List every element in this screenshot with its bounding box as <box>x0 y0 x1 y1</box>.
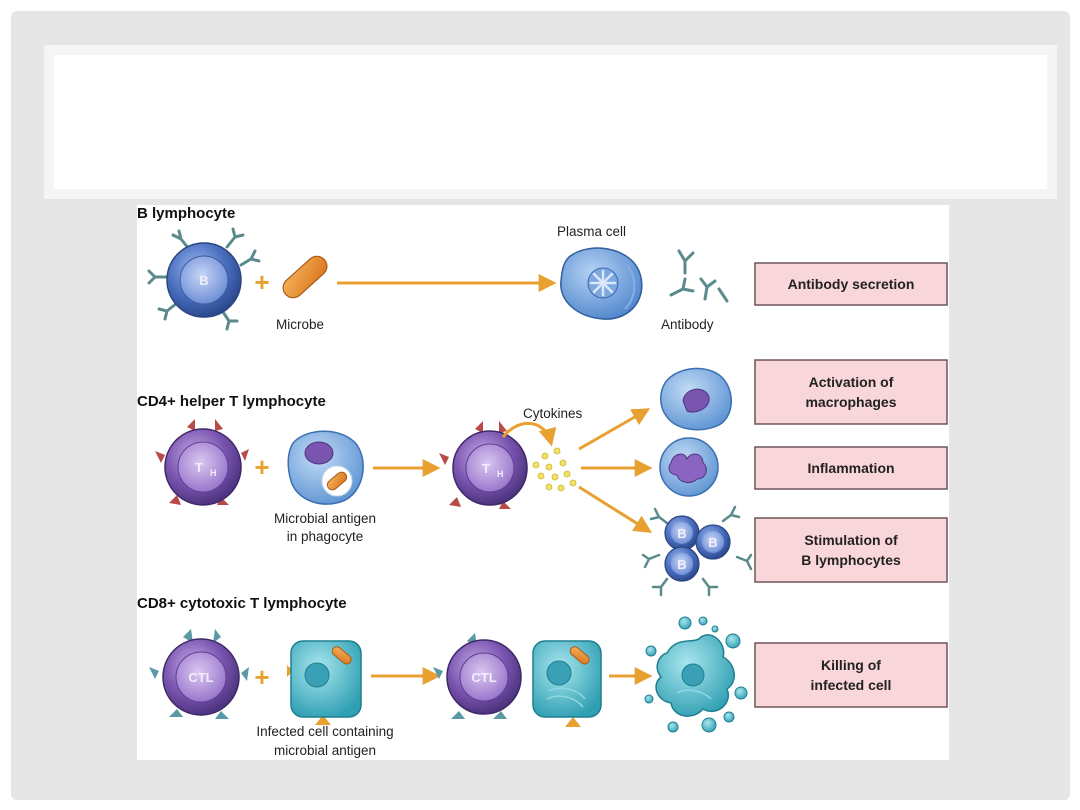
th-cell-letter: T <box>195 460 203 475</box>
outcome-stimulation-line1: Stimulation of <box>804 532 898 548</box>
outcome-stimulation-line2: B lymphocytes <box>801 552 901 568</box>
antibody-icons <box>669 249 729 303</box>
outcome-killing-line2: infected cell <box>811 677 892 693</box>
diagram-canvas: B lymphocyte B + Microbe Plasma cell <box>137 205 948 758</box>
outcome-inflammation-text: Inflammation <box>807 460 894 476</box>
b-cell-letter: B <box>199 273 208 288</box>
infected-cell-under-attack-icon <box>532 640 602 727</box>
helper-t-cell: T H <box>155 419 249 506</box>
phagocyte-label-line2: in phagocyte <box>287 529 364 544</box>
phagocyte-label-line1: Microbial antigen <box>274 511 376 526</box>
outcome-antibody-secretion-text: Antibody secretion <box>788 276 915 292</box>
row1-header: B lymphocyte <box>137 205 235 222</box>
row3-header: CD8+ cytotoxic T lymphocyte <box>137 595 347 612</box>
ctl-cell: CTL <box>149 629 249 719</box>
outcome-antibody-secretion: Antibody secretion <box>754 262 948 306</box>
plus-sign: + <box>254 452 269 482</box>
ctl-attacking-cell: CTL <box>433 633 522 719</box>
microbe-icon <box>282 255 328 299</box>
outcome-activation-macrophages: Activation of macrophages <box>754 359 948 425</box>
inflammation-cell-icon <box>659 437 719 497</box>
arrow-to-b-stimulation <box>578 485 653 533</box>
cytokines-label: Cytokines <box>523 406 583 421</box>
outcome-inflammation: Inflammation <box>754 446 948 490</box>
plasma-cell-icon <box>560 247 643 320</box>
antibody-label: Antibody <box>661 317 714 332</box>
outcome-activation-line1: Activation of <box>809 374 894 390</box>
apoptotic-cell-icon <box>644 616 748 733</box>
arrow-cytokine-release <box>501 421 557 447</box>
infected-cell-icon <box>287 640 362 725</box>
activated-macrophage-icon <box>660 367 732 431</box>
plus-sign: + <box>254 267 269 297</box>
row2-header: CD4+ helper T lymphocyte <box>137 393 326 410</box>
microbe-label: Microbe <box>276 317 324 332</box>
plasma-cell-label: Plasma cell <box>557 224 626 239</box>
plus-sign: + <box>254 662 269 692</box>
b-lymphocyte-cell: B <box>147 227 261 331</box>
outcome-activation-line2: macrophages <box>805 394 896 410</box>
title-placeholder <box>44 45 1057 199</box>
b-cluster-letter-1: B <box>677 526 686 541</box>
infected-label-line1: Infected cell containing <box>256 724 393 739</box>
outcome-stimulation-b: Stimulation of B lymphocytes <box>754 517 948 583</box>
b-cell-cluster-icon: B B B <box>641 505 753 597</box>
activated-helper-t-cell: T H <box>439 421 528 509</box>
th2-cell-subscript: H <box>497 469 504 479</box>
infected-label-line2: microbial antigen <box>274 743 376 758</box>
ctl-cell-letter: CTL <box>188 670 213 685</box>
b-cluster-letter-3: B <box>677 557 686 572</box>
arrow-to-macrophage <box>578 408 651 451</box>
th-cell-subscript: H <box>210 468 217 478</box>
outcome-killing-line1: Killing of <box>821 657 881 673</box>
b-cluster-letter-2: B <box>708 535 717 550</box>
immune-response-diagram: B lymphocyte B + Microbe Plasma cell <box>137 205 949 760</box>
outcome-killing-infected: Killing of infected cell <box>754 642 948 708</box>
th2-cell-letter: T <box>482 461 490 476</box>
slide-title <box>54 55 1047 189</box>
ctl2-cell-letter: CTL <box>471 670 496 685</box>
phagocyte-icon <box>287 430 364 505</box>
cytokine-dots <box>532 447 577 492</box>
